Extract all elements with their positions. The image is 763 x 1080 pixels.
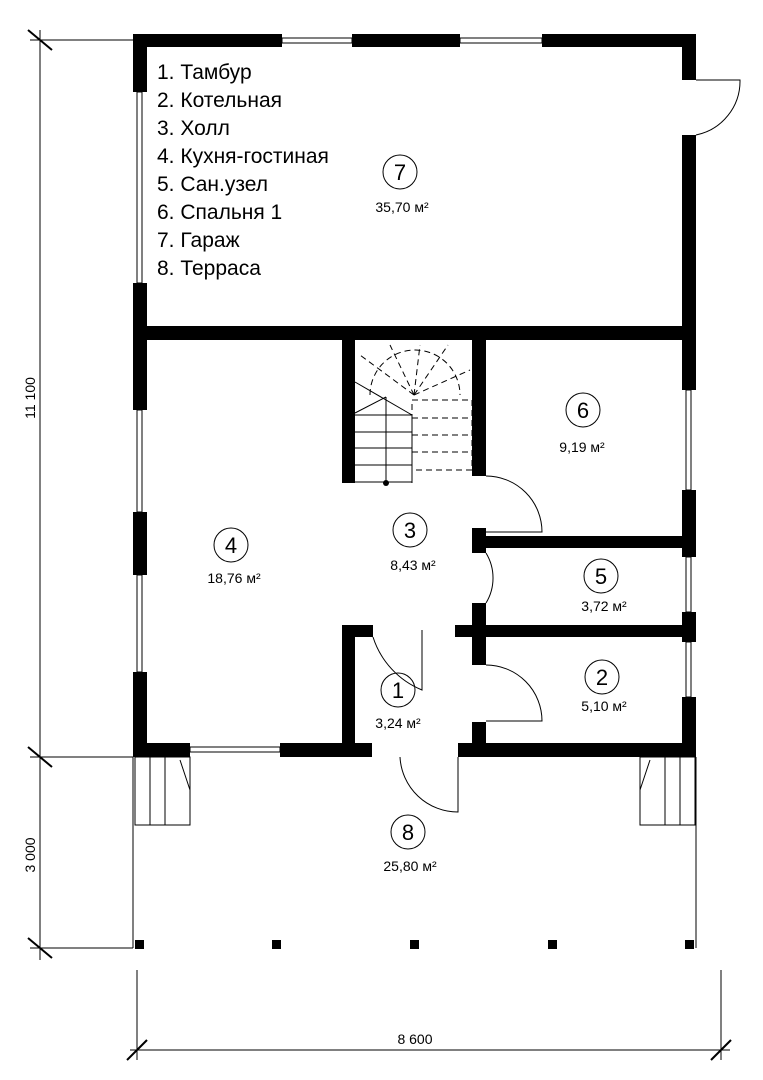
staircase <box>354 344 473 486</box>
dimension-lines <box>27 29 732 1061</box>
legend: 1. Тамбур 2. Котельная 3. Холл 4. Кухня-… <box>157 61 329 280</box>
room-number: 6 <box>577 398 589 423</box>
room-number: 8 <box>402 820 414 845</box>
legend-item: 3. Холл <box>157 117 230 140</box>
walls <box>133 34 696 757</box>
legend-item: 8. Терраса <box>157 257 261 280</box>
room-number: 5 <box>595 564 607 589</box>
dimension-height-main: 11 100 <box>22 377 38 419</box>
legend-item: 2. Котельная <box>157 89 282 112</box>
room-area: 18,76 м² <box>207 570 261 586</box>
room-area: 35,70 м² <box>375 199 429 215</box>
legend-item: 4. Кухня-гостиная <box>157 145 329 168</box>
room-number: 4 <box>225 533 237 558</box>
room-area: 25,80 м² <box>383 858 437 874</box>
dimension-width: 8 600 <box>397 1031 432 1047</box>
room-area: 3,24 м² <box>375 715 421 731</box>
room-labels: 1 3,24 м² 2 5,10 м² 3 8,43 м² 4 18,76 м²… <box>207 154 627 874</box>
room-area: 3,72 м² <box>581 598 627 614</box>
doors <box>372 79 741 813</box>
legend-item: 6. Спальня 1 <box>157 201 282 224</box>
room-number: 2 <box>596 665 608 690</box>
legend-item: 1. Тамбур <box>157 61 252 84</box>
dimension-height-terrace: 3 000 <box>22 837 38 872</box>
room-area: 8,43 м² <box>390 557 436 573</box>
room-area: 5,10 м² <box>581 698 627 714</box>
room-number: 1 <box>392 678 404 703</box>
room-number: 3 <box>404 518 416 543</box>
room-number: 7 <box>394 160 406 185</box>
room-area: 9,19 м² <box>559 439 605 455</box>
legend-item: 5. Сан.узел <box>157 173 268 196</box>
legend-item: 7. Гараж <box>157 229 240 252</box>
terrace <box>132 756 697 949</box>
